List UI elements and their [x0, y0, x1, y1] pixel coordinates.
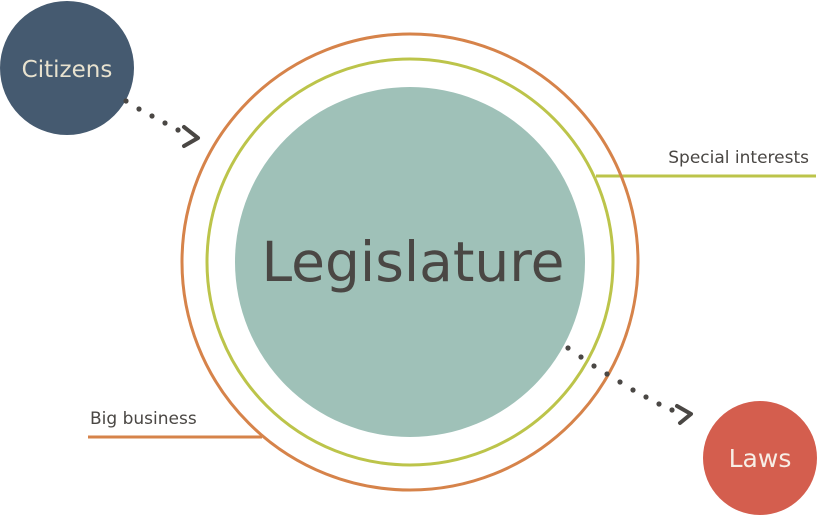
- legislature-label: Legislature: [261, 230, 564, 294]
- connector-dot: [643, 394, 649, 400]
- legislature-to-laws-dots: [565, 345, 675, 413]
- big-business-ring: [180, 32, 640, 492]
- connector-dot: [136, 106, 142, 112]
- special-interests-ring: [205, 57, 615, 467]
- connector-dot: [617, 379, 623, 385]
- input-chevron-right-icon: [182, 125, 200, 148]
- connector-dot: [149, 113, 155, 119]
- legislature-node: [235, 87, 585, 437]
- laws-label: Laws: [729, 444, 792, 473]
- connector-dot: [175, 127, 181, 133]
- big-business-label: Big business: [90, 409, 197, 429]
- connector-dot: [123, 98, 129, 104]
- connector-dot: [591, 363, 597, 369]
- connector-dot: [604, 371, 610, 377]
- output-chevron-right-icon: [675, 404, 693, 425]
- citizens-label: Citizens: [22, 57, 113, 83]
- connector-dot: [578, 354, 584, 360]
- laws-node: [703, 401, 817, 515]
- citizens-node: [0, 1, 134, 135]
- citizens-to-legislature-dots: [123, 98, 181, 133]
- connector-dot: [669, 407, 675, 413]
- connector-dot: [565, 345, 571, 351]
- special-interests-label: Special interests: [668, 148, 809, 168]
- connector-dot: [162, 120, 168, 126]
- connector-dot: [630, 387, 636, 393]
- connector-dot: [656, 401, 662, 407]
